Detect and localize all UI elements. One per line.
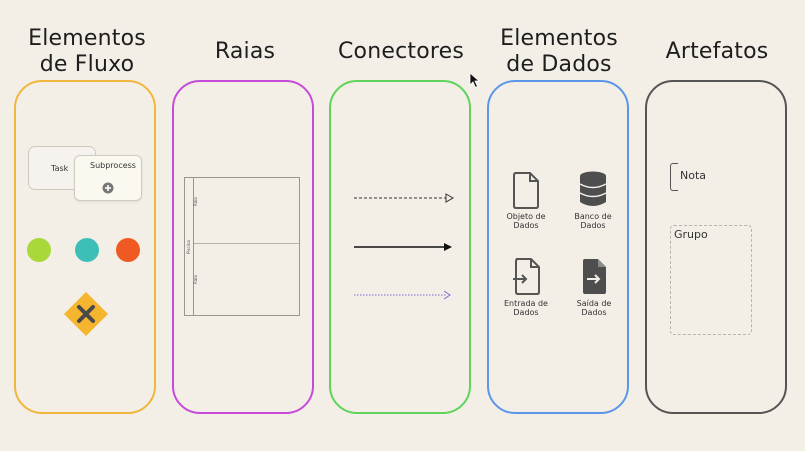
note-bracket xyxy=(670,163,678,191)
group-box xyxy=(670,225,752,335)
data-output-icon xyxy=(583,259,606,294)
title-elementos-de-fluxo: Elementos de Fluxo xyxy=(14,26,160,78)
data-output-label: Saída de Dados xyxy=(568,299,620,317)
pool-label: Piscina xyxy=(186,240,191,254)
data-input-label-line-1: Entrada de xyxy=(504,299,548,308)
data-input-icon xyxy=(513,258,540,295)
start-event-circle xyxy=(27,238,51,262)
lane-divider xyxy=(194,243,299,244)
lane-label-bottom: Raia xyxy=(193,275,198,284)
data-object-label: Objeto de Dados xyxy=(500,212,552,230)
data-input-label: Entrada de Dados xyxy=(498,299,554,317)
title-line-1: Conectores xyxy=(337,39,465,64)
database-label-line-1: Banco de xyxy=(574,212,612,221)
association-connector xyxy=(354,290,451,300)
box-elementos-de-fluxo xyxy=(14,80,156,414)
plus-circle-icon xyxy=(102,182,114,194)
data-object-label-line-1: Objeto de xyxy=(506,212,546,221)
title-raias: Raias xyxy=(172,39,318,65)
intermediate-event-circle xyxy=(75,238,99,262)
box-conectores xyxy=(329,80,471,414)
box-artefatos xyxy=(645,80,787,414)
database-icon xyxy=(579,171,607,206)
title-artefatos: Artefatos xyxy=(644,39,790,65)
note-label: Nota xyxy=(680,169,707,182)
subprocess-shape: Subprocess xyxy=(74,155,142,201)
data-output-label-line-1: Saída de xyxy=(576,299,612,308)
database-label: Banco de Dados xyxy=(566,212,620,230)
end-event-circle xyxy=(116,238,140,262)
mouse-cursor-icon xyxy=(469,72,481,89)
sequence-flow-connector xyxy=(354,243,452,251)
title-line-1: Raias xyxy=(214,39,276,64)
group-label: Grupo xyxy=(674,228,708,241)
gateway-x-icon xyxy=(64,292,108,336)
task-label: Task xyxy=(51,164,69,173)
lane-label-top: Raia xyxy=(193,197,198,206)
title-line-1: Elementos xyxy=(500,26,618,51)
data-object-label-line-2: Dados xyxy=(513,221,539,230)
title-line-1: Elementos xyxy=(28,26,146,51)
title-elementos-de-dados: Elementos de Dados xyxy=(486,26,632,78)
box-elementos-de-dados xyxy=(487,80,629,414)
data-object-icon xyxy=(513,172,539,209)
subprocess-label: Subprocess xyxy=(90,161,136,170)
box-raias xyxy=(172,80,314,414)
title-line-2: de Fluxo xyxy=(39,52,135,77)
pool-shape: Raia Piscina Raia xyxy=(184,177,300,316)
title-line-1: Artefatos xyxy=(665,39,769,64)
database-label-line-2: Dados xyxy=(580,221,606,230)
title-line-2: de Dados xyxy=(506,52,612,77)
title-conectores: Conectores xyxy=(328,39,474,65)
data-input-label-line-2: Dados xyxy=(513,308,539,317)
data-output-label-line-2: Dados xyxy=(581,308,607,317)
pool-header xyxy=(185,178,194,315)
message-flow-connector xyxy=(354,193,455,203)
